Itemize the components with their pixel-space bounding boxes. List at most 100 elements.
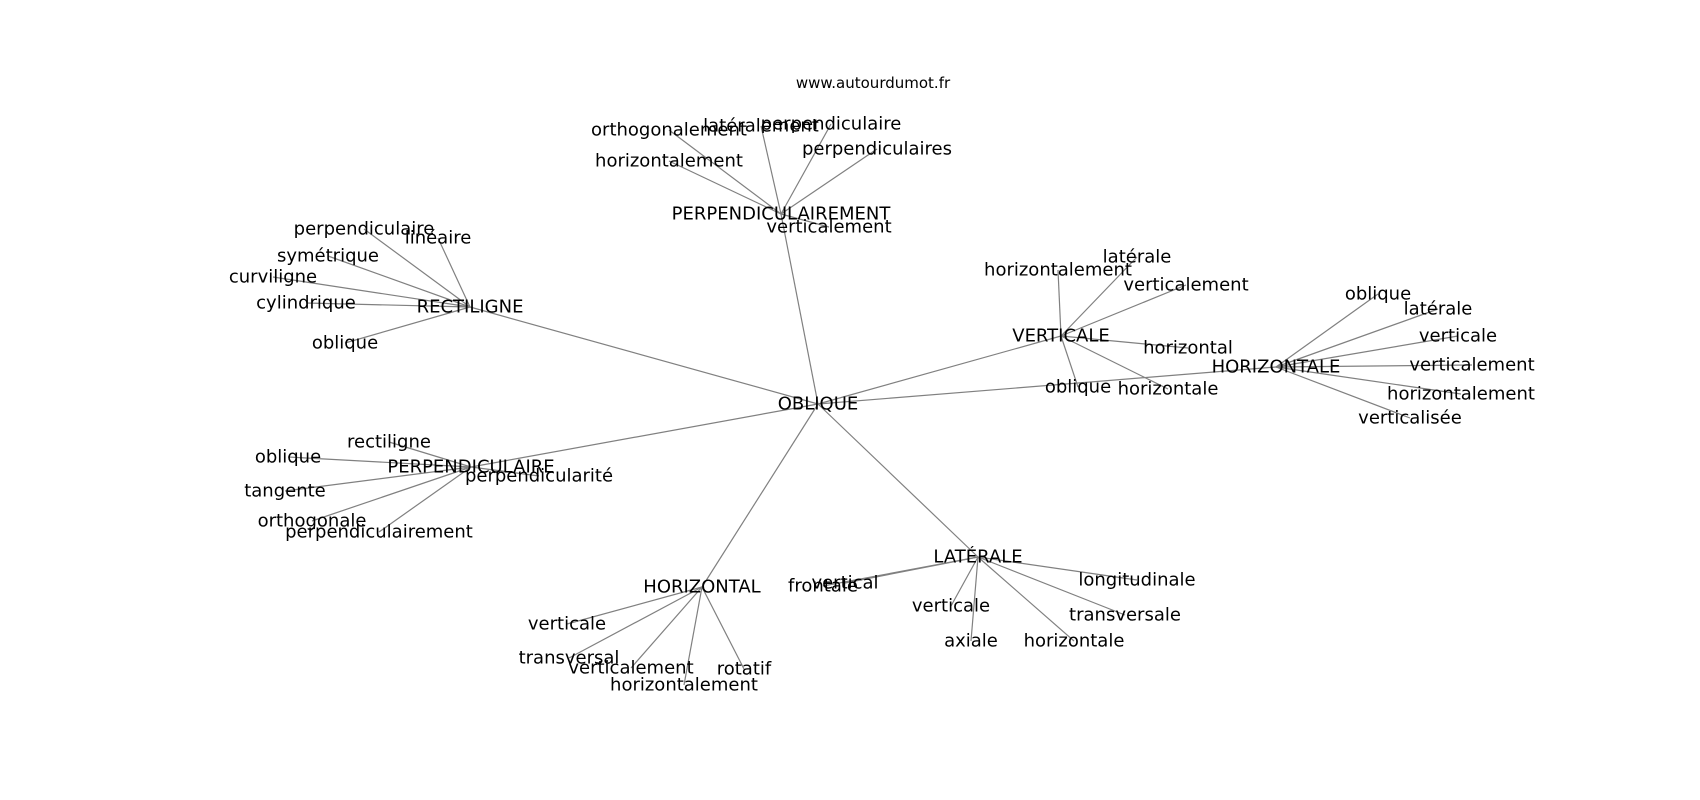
- edge-center-to-hub: [469, 306, 819, 405]
- hub-node-label: PERPENDICULAIRE: [387, 457, 554, 478]
- edge-hub-to-leaf: [311, 466, 472, 522]
- leaf-node-label: tangente: [244, 481, 326, 502]
- edge-hub-to-leaf: [566, 586, 703, 625]
- hub-node-label: VERTICALE: [1012, 326, 1109, 347]
- graph-labels: OBLIQUE PERPENDICULAIREMENT orthogonalemen…: [229, 114, 1535, 696]
- edge-hub-to-leaf: [950, 556, 979, 607]
- leaf-node-label: oblique: [1045, 377, 1111, 398]
- leaf-node-label: verticale: [1419, 326, 1497, 347]
- edge-hub-to-leaf: [305, 302, 471, 308]
- edge-hub-to-leaf: [977, 556, 1126, 616]
- edge-hub-to-leaf: [272, 276, 471, 308]
- leaf-node-label: horizontal: [1143, 338, 1233, 359]
- leaf-node-label: frontale: [788, 576, 858, 597]
- edge-hub-to-leaf: [780, 148, 878, 215]
- leaf-node-label: perpendiculaire: [761, 114, 902, 135]
- edge-hub-to-leaf: [1275, 364, 1473, 368]
- leaf-node-label: horizontalement: [610, 675, 758, 696]
- leaf-node-label: orthogonale: [258, 511, 367, 532]
- leaf-node-label: horizontalement: [1387, 384, 1535, 405]
- leaf-node-label: verticalement: [1409, 355, 1534, 376]
- leaf-node-label: perpendiculaires: [802, 139, 952, 160]
- edge-hub-to-leaf: [780, 123, 832, 215]
- edge-center-to-hub: [817, 335, 1062, 405]
- leaf-node-label: latérale: [1103, 247, 1172, 268]
- center-node-label: OBLIQUE: [778, 394, 859, 415]
- leaf-node-label: rotatif: [717, 659, 772, 680]
- edge-center-to-hub: [701, 403, 819, 588]
- leaf-node-label: horizontalement: [984, 260, 1132, 281]
- edge-hub-to-leaf: [1275, 366, 1411, 419]
- edge-hub-to-leaf: [437, 237, 471, 308]
- edge-hub-to-leaf: [780, 213, 830, 228]
- leaf-node-label: perpendicularité: [465, 466, 613, 487]
- leaf-node-label: verticalement: [1123, 275, 1248, 296]
- edge-hub-to-leaf: [1060, 256, 1138, 337]
- leaf-node-label: axiale: [944, 631, 998, 652]
- leaf-node-label: symétrique: [277, 246, 379, 267]
- leaf-node-label: horizontale: [1118, 379, 1219, 400]
- edge-hub-to-leaf: [287, 456, 472, 468]
- edge-hub-to-leaf: [568, 586, 703, 659]
- edge-center-to-hub: [780, 213, 819, 405]
- leaf-node-label: perpendiculaire: [294, 219, 435, 240]
- leaf-node-label: oblique: [1345, 284, 1411, 305]
- edge-center-to-hub: [817, 366, 1277, 405]
- leaf-node-label: linéaire: [405, 228, 472, 249]
- leaf-node-label: longitudinale: [1078, 570, 1195, 591]
- leaf-node-label: verticalisée: [1358, 408, 1462, 429]
- edge-hub-to-leaf: [1057, 269, 1062, 337]
- edge-hub-to-leaf: [630, 586, 703, 669]
- leaf-node-label: latérale: [1404, 299, 1473, 320]
- leaf-node-label: cylindrique: [256, 293, 356, 314]
- edge-hub-to-leaf: [378, 466, 472, 533]
- edge-hub-to-leaf: [344, 306, 471, 344]
- edge-hub-to-leaf: [977, 556, 1138, 581]
- leaf-node-label: curviligne: [229, 267, 317, 288]
- leaf-node-label: transversal: [519, 648, 620, 669]
- edge-hub-to-leaf: [683, 586, 703, 686]
- leaf-node-label: verticale: [912, 596, 990, 617]
- edge-hub-to-leaf: [701, 586, 745, 670]
- leaf-node-label: orthogonalement: [591, 120, 747, 141]
- source-watermark: www.autourdumot.fr: [796, 74, 951, 92]
- leaf-node-label: horizontale: [1024, 631, 1125, 652]
- hub-node-label: LATÉRALE: [933, 546, 1022, 568]
- leaf-node-label: perpendiculairement: [285, 522, 473, 543]
- edge-hub-to-leaf: [327, 255, 471, 308]
- leaf-node-label: verticale: [528, 614, 606, 635]
- edge-center-to-hub: [817, 403, 979, 558]
- edge-hub-to-leaf: [668, 129, 782, 215]
- edge-hub-to-leaf: [388, 441, 472, 468]
- hub-node-label: PERPENDICULAIREMENT: [672, 204, 892, 225]
- graph-edges: [272, 123, 1473, 686]
- edge-center-to-hub: [470, 403, 819, 468]
- edge-hub-to-leaf: [363, 228, 471, 308]
- edge-hub-to-leaf: [1275, 293, 1379, 368]
- edge-hub-to-leaf: [284, 466, 472, 492]
- hub-node-label: HORIZONTAL: [643, 577, 760, 598]
- edge-hub-to-leaf: [977, 556, 1075, 642]
- edge-hub-to-leaf: [668, 160, 782, 215]
- edge-hub-to-leaf: [822, 556, 979, 587]
- edge-hub-to-leaf: [970, 556, 979, 642]
- leaf-node-label: rectiligne: [347, 432, 431, 453]
- edge-hub-to-leaf: [470, 466, 540, 477]
- edge-hub-to-leaf: [1060, 335, 1079, 388]
- edge-hub-to-leaf: [1060, 284, 1187, 337]
- leaf-node-label: oblique: [312, 333, 378, 354]
- edge-hub-to-leaf: [1275, 366, 1462, 395]
- edge-hub-to-leaf: [1275, 308, 1439, 368]
- edge-hub-to-leaf: [1060, 335, 1169, 390]
- leaf-node-label: horizontalement: [595, 151, 743, 172]
- edge-hub-to-leaf: [1060, 335, 1189, 349]
- leaf-node-label: verticalement: [568, 658, 693, 679]
- hub-node-label: HORIZONTALE: [1212, 357, 1341, 378]
- leaf-node-label: transversale: [1069, 605, 1181, 626]
- leaf-node-label: latéralement: [703, 116, 819, 137]
- leaf-node-label: vertical: [811, 573, 878, 594]
- edge-hub-to-leaf: [760, 125, 782, 215]
- hub-node-label: RECTILIGNE: [417, 297, 524, 318]
- leaf-node-label: verticalement: [766, 217, 891, 238]
